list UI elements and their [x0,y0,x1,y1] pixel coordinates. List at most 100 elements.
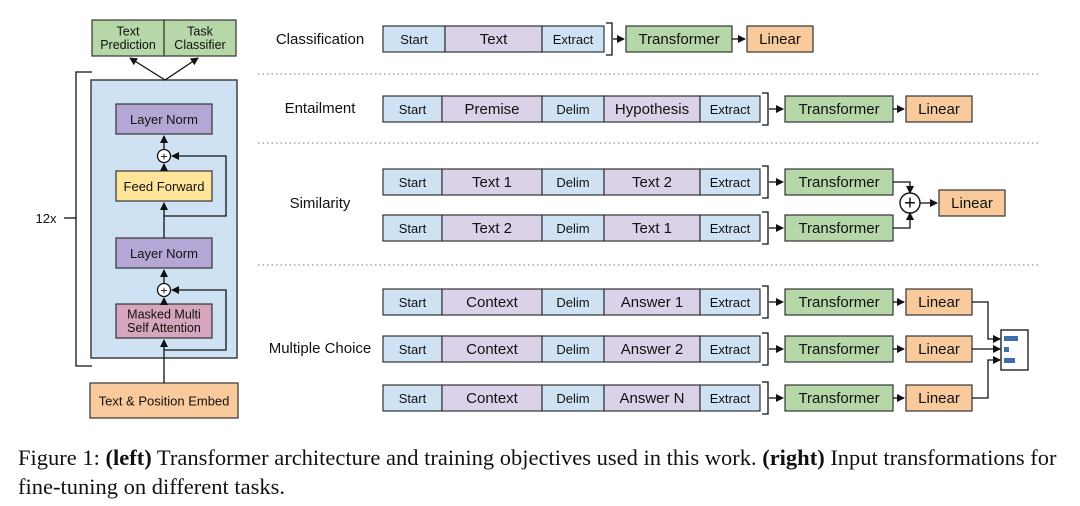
task2-row0-token3-label: Text 2 [632,174,672,191]
task3-row0-transformer [784,288,894,316]
task3-row2-linear [905,384,973,412]
task1-row0-linear [905,95,973,123]
task1-row0-token2-label: Delim [556,102,589,117]
task1-row0-token1 [441,95,543,123]
caption-right-bold: (right) [762,445,825,470]
task3-row1-token1-label: Context [466,341,519,358]
task3-row2-token2 [541,384,605,412]
task-label-1: Entailment [285,100,357,117]
task3-row1-token4-label: Extract [710,342,751,357]
task3-row2-transformer [784,384,894,412]
task3-row1-linear-label: Linear [918,341,960,358]
caption-prefix: Figure 1: [18,445,106,470]
task3-row2-token3 [603,384,701,412]
repeat-label: 12x [36,211,57,226]
task3-row0-token0 [382,288,443,316]
task-label-2: Similarity [290,195,351,212]
task3-row2-token0-label: Start [399,391,427,406]
task1-row0-transformer [784,95,894,123]
task0-row0-token0-label: Start [400,32,428,47]
task2-row1-token0-label: Start [399,221,427,236]
caption-suffix: Input transformations for fine-tuning on… [18,445,1057,499]
task3-row0-bracket [762,285,769,319]
task2-row0-token1 [441,168,543,196]
task2-row1-token2-label: Delim [556,221,589,236]
task3-row0-token1 [441,288,543,316]
task2-row0-bracket [762,165,769,199]
task2-row0-token4-label: Extract [710,175,751,190]
masked-self-attention-box [115,303,213,339]
task1-row0-token1-label: Premise [464,101,519,118]
task2-merge-top [893,181,914,194]
task0-row0-bracket [606,22,613,56]
task3-row2-transformer-label: Transformer [798,390,879,407]
arrow-to-text-prediction [129,57,166,81]
task1-row0-token2 [541,95,605,123]
task0-row0-token2-label: Extract [553,32,594,47]
task3-row0-transformer-label: Transformer [798,294,879,311]
repeat-bracket [75,71,92,367]
task3-row0-token3-label: Answer 1 [621,294,684,311]
task2-row1-token4-label: Extract [710,221,751,236]
task0-row0-token0 [382,25,446,53]
task3-to-softmax-1 [972,301,1001,343]
task3-row2-token3-label: Answer N [619,390,684,407]
task3-row0-token2-label: Delim [556,295,589,310]
layer-norm-bottom [115,237,213,269]
task3-row0-token1-label: Context [466,294,519,311]
feed-forward-label: Feed Forward [124,179,205,194]
task0-row0-linear [746,25,814,53]
task2-linear [938,189,1006,217]
figure-caption: Figure 1: (left) Transformer architectur… [18,443,1068,501]
layer-norm-bottom-label: Layer Norm [130,246,198,261]
task3-row1-token2-label: Delim [556,342,589,357]
task3-row2-token1 [441,384,543,412]
task2-row0-transformer-label: Transformer [798,174,879,191]
task0-row0-token2 [541,25,605,53]
task3-row1-token3-label: Answer 2 [621,341,684,358]
task3-row1-transformer-label: Transformer [798,341,879,358]
task1-row0-transformer-label: Transformer [798,101,879,118]
task3-row1-token2 [541,335,605,363]
softmax-bar-1 [1004,336,1018,341]
task1-row0-token4-label: Extract [710,102,751,117]
task2-row0-token2-label: Delim [556,175,589,190]
task3-row2-token1-label: Context [466,390,519,407]
text-position-embed-box [89,382,239,419]
task3-row2-bracket [762,381,769,415]
task3-row2-token4 [699,384,761,412]
task3-row1-token0-label: Start [399,342,427,357]
task2-row1-token1-label: Text 2 [472,220,512,237]
task0-row0-transformer [625,25,733,53]
task3-row0-token4 [699,288,761,316]
arrow-to-task-classifier [164,57,199,81]
task3-row2-token4-label: Extract [710,391,751,406]
task3-row0-token4-label: Extract [710,295,751,310]
caption-left-bold: (left) [105,445,152,470]
task2-row1-token2 [541,214,605,242]
task2-row0-token3 [603,168,701,196]
task2-merge-bottom [893,212,914,229]
task2-row1-token0 [382,214,443,242]
softmax-bar-2 [1004,347,1009,352]
task2-row0-token2 [541,168,605,196]
softmax-bar-3 [1004,358,1015,363]
task2-row1-transformer [784,214,894,242]
text-prediction-box [91,19,165,57]
task1-row0-token4 [699,95,761,123]
layer-norm-top-label: Layer Norm [130,112,198,127]
residual-loop-attention [164,286,227,351]
task0-row0-transformer-label: Transformer [638,31,719,48]
task1-row0-token3-label: Hypothesis [615,101,689,118]
task1-row0-bracket [762,92,769,126]
task-label-3: Multiple Choice [269,340,372,357]
task0-row0-linear-label: Linear [759,31,801,48]
task2-row1-transformer-label: Transformer [798,220,879,237]
task-label-0: Classification [276,31,364,48]
task3-row0-token2 [541,288,605,316]
task3-row1-linear [905,335,973,363]
residual-loop-feedforward [164,152,227,217]
